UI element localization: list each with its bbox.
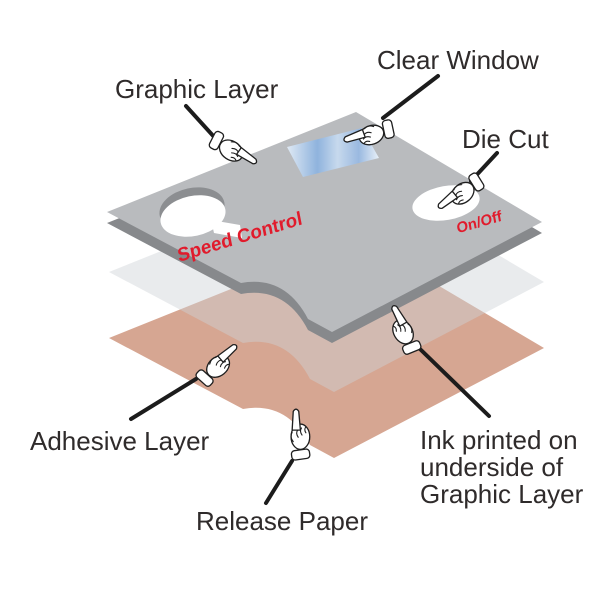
- release-paper-leader-line: [264, 459, 294, 505]
- ink-printed-label: Ink printed on underside of Graphic Laye…: [420, 425, 584, 509]
- die-cut-label: Die Cut: [462, 124, 549, 154]
- ink-printed-label-line2: underside of: [420, 452, 564, 482]
- adhesive-layer-leader-line: [129, 377, 198, 421]
- release-paper-label: Release Paper: [196, 506, 368, 536]
- ink-printed-label-line1: Ink printed on: [420, 425, 578, 455]
- ink-printed-leader-line: [418, 347, 491, 418]
- release-paper-sheet: [109, 238, 544, 458]
- graphic-layer-top: [107, 112, 542, 332]
- keyhole-cutout: [159, 187, 242, 238]
- clear-window-label: Clear Window: [377, 45, 539, 75]
- clear-window-leader-line: [381, 74, 440, 120]
- graphic-layer-leader-line: [184, 104, 218, 141]
- adhesive-layer-label: Adhesive Layer: [30, 426, 210, 456]
- ink-printed-label-line3: Graphic Layer: [420, 479, 584, 509]
- graphic-layer-label: Graphic Layer: [115, 74, 279, 104]
